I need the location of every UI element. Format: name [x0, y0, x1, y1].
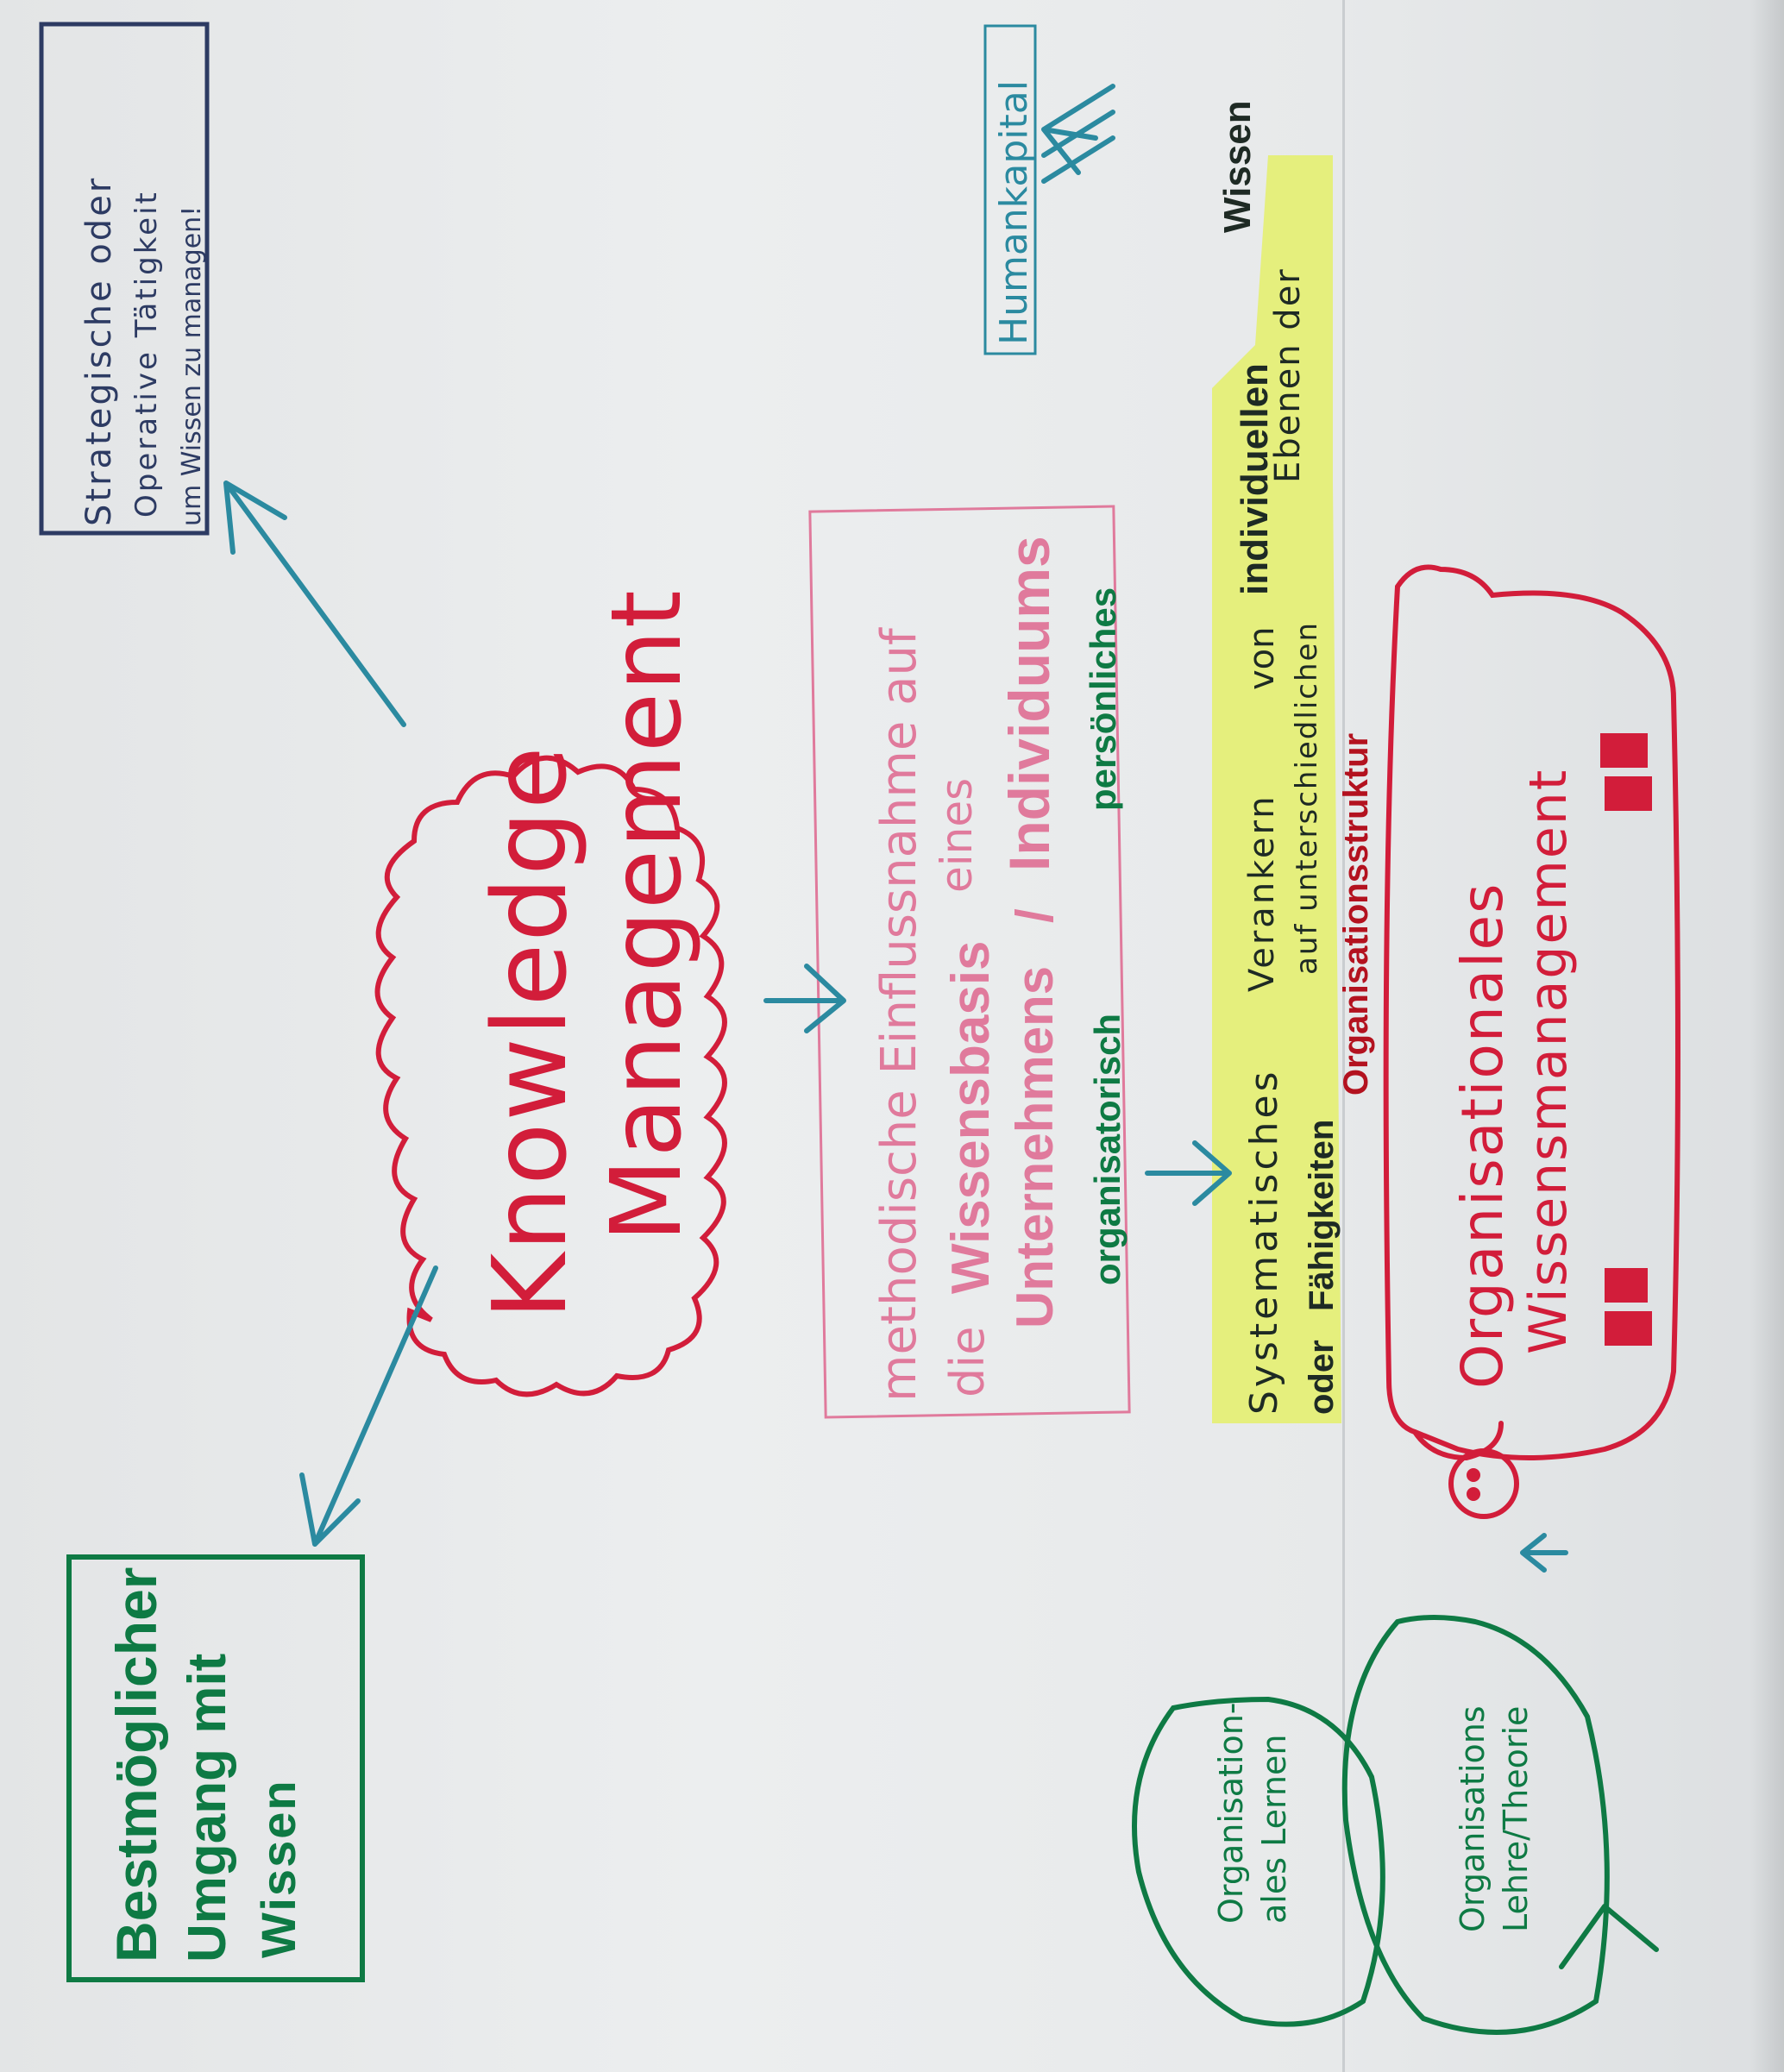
arrows	[223, 84, 1568, 1573]
arrow-to-humankapital	[1041, 84, 1115, 184]
pig-drawing	[1383, 564, 1680, 1519]
leaf-theory-line-2: Lehre/Theorie	[1497, 1705, 1535, 1932]
leaf-drawings	[1132, 1615, 1659, 2035]
systematic-line-1b: Verankern	[1242, 794, 1282, 992]
systematic-line-1e: Wissen	[1216, 100, 1259, 233]
method-line-2a: die	[940, 1326, 995, 1397]
leaf-theory	[1341, 1615, 1610, 2035]
strategy-line-1: Strategische oder	[79, 175, 119, 526]
humankapital-box	[983, 24, 1037, 355]
method-line-1: methodische Einflussnahme auf	[871, 628, 927, 1402]
best-use-line-3: Wissen	[251, 1779, 305, 1958]
strategy-box	[39, 22, 210, 536]
pig-line-2: Wissensmanagement	[1518, 768, 1579, 1354]
systematic-line-3: Organisationsstruktur	[1337, 732, 1375, 1096]
systematic-line-1c: von	[1242, 626, 1282, 691]
leaf-theory-line-1: Organisations	[1454, 1705, 1492, 1932]
pig-legs	[1600, 733, 1652, 1346]
arrow-to-pig	[1520, 1533, 1568, 1573]
method-line-3b: /	[1006, 908, 1064, 923]
pig-line-1: Organisationales	[1449, 882, 1516, 1389]
cloud-line-2: Management	[591, 588, 703, 1242]
strategy-line-3: um Wissen zu managen!	[177, 205, 207, 526]
paper-edge-shadow	[1749, 0, 1784, 2072]
systematic-line-2a: oder	[1303, 1340, 1341, 1415]
method-line-2b: Wissensbasis	[941, 940, 1001, 1294]
best-use-line-1: Bestmöglicher	[104, 1567, 168, 1962]
leaf-learning-line-2: ales Lernen	[1255, 1734, 1293, 1924]
highlight-band	[1212, 155, 1341, 1423]
arrow-to-systematic	[1145, 1140, 1232, 1206]
method-line-2c: eines	[932, 777, 982, 893]
method-box	[808, 505, 1131, 1419]
best-use-line-2: Umgang mit	[178, 1653, 237, 1962]
knowledge-cloud	[374, 755, 727, 1397]
method-line-3c: Individuums	[997, 536, 1061, 871]
systematic-line-2c: auf unterschiedlichen	[1290, 621, 1324, 975]
systematic-line-2d: Ebenen der	[1268, 267, 1308, 483]
method-sub-personal: persönliches	[1083, 587, 1123, 811]
cloud-line-1: Knowledge	[470, 744, 589, 1320]
best-use-box	[66, 1554, 365, 1982]
strategy-line-2: Operative Tätigkeit	[129, 190, 164, 518]
systematic-line-2b: Fähigkeiten	[1303, 1119, 1341, 1311]
leaf-learning	[1132, 1696, 1385, 2027]
arrow-to-best-use	[299, 1265, 438, 1547]
arrow-to-method	[763, 964, 846, 1033]
method-line-3a: Unternehmens	[1006, 965, 1064, 1328]
leaf-learning-line-1: Organisation-	[1212, 1702, 1250, 1924]
method-sub-organizational: organisatorisch	[1087, 1013, 1128, 1285]
paper-fold	[1342, 0, 1345, 2072]
arrow-to-strategy	[223, 480, 406, 727]
systematic-line-1a: Systematisches	[1242, 1068, 1286, 1415]
humankapital-label: Humankapital	[992, 80, 1036, 345]
